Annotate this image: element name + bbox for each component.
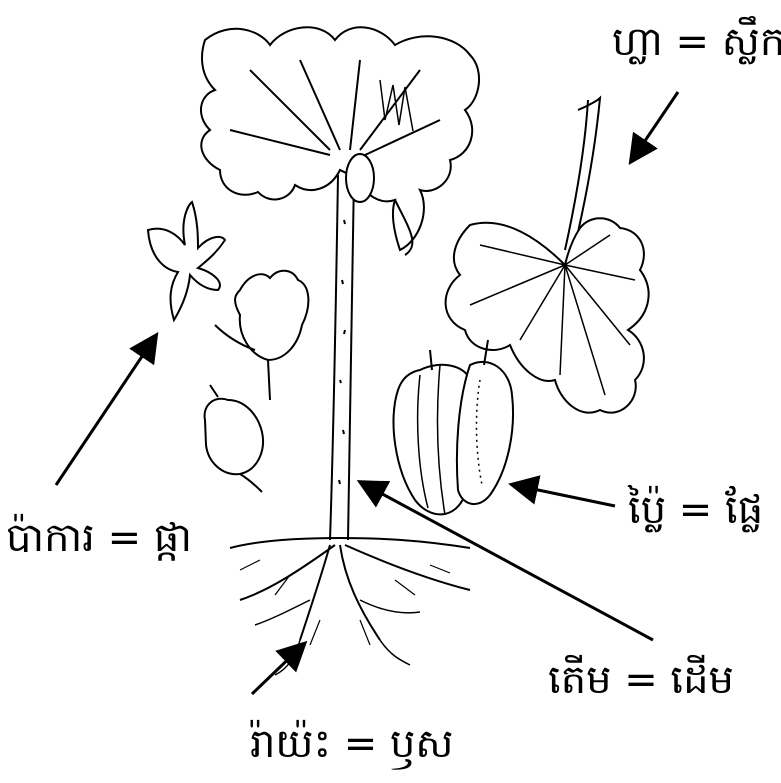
papaya-trunk (330, 175, 354, 540)
papaya-flowers (148, 202, 308, 492)
stem-label: តើម = ដើម (548, 660, 734, 700)
fruit-label: ប៉ៃ្ល = ផ្លែ (628, 490, 763, 530)
papaya-crown (201, 27, 479, 255)
arrow-to-flower (56, 337, 155, 485)
leaf-label: ហ្លា = ស្លឹក (612, 22, 781, 62)
arrow-to-fruit (514, 485, 615, 506)
papaya-fruits (393, 340, 513, 515)
flower-label: ប៉ាការ = ផ្កា (6, 518, 192, 558)
root-label: រ៉ាយ៉ះ = ឫស (250, 724, 453, 764)
arrow-to-root (252, 645, 303, 694)
papaya-roots (230, 538, 470, 675)
arrow-to-leaf (632, 92, 678, 160)
arrow-to-stem (362, 483, 653, 640)
